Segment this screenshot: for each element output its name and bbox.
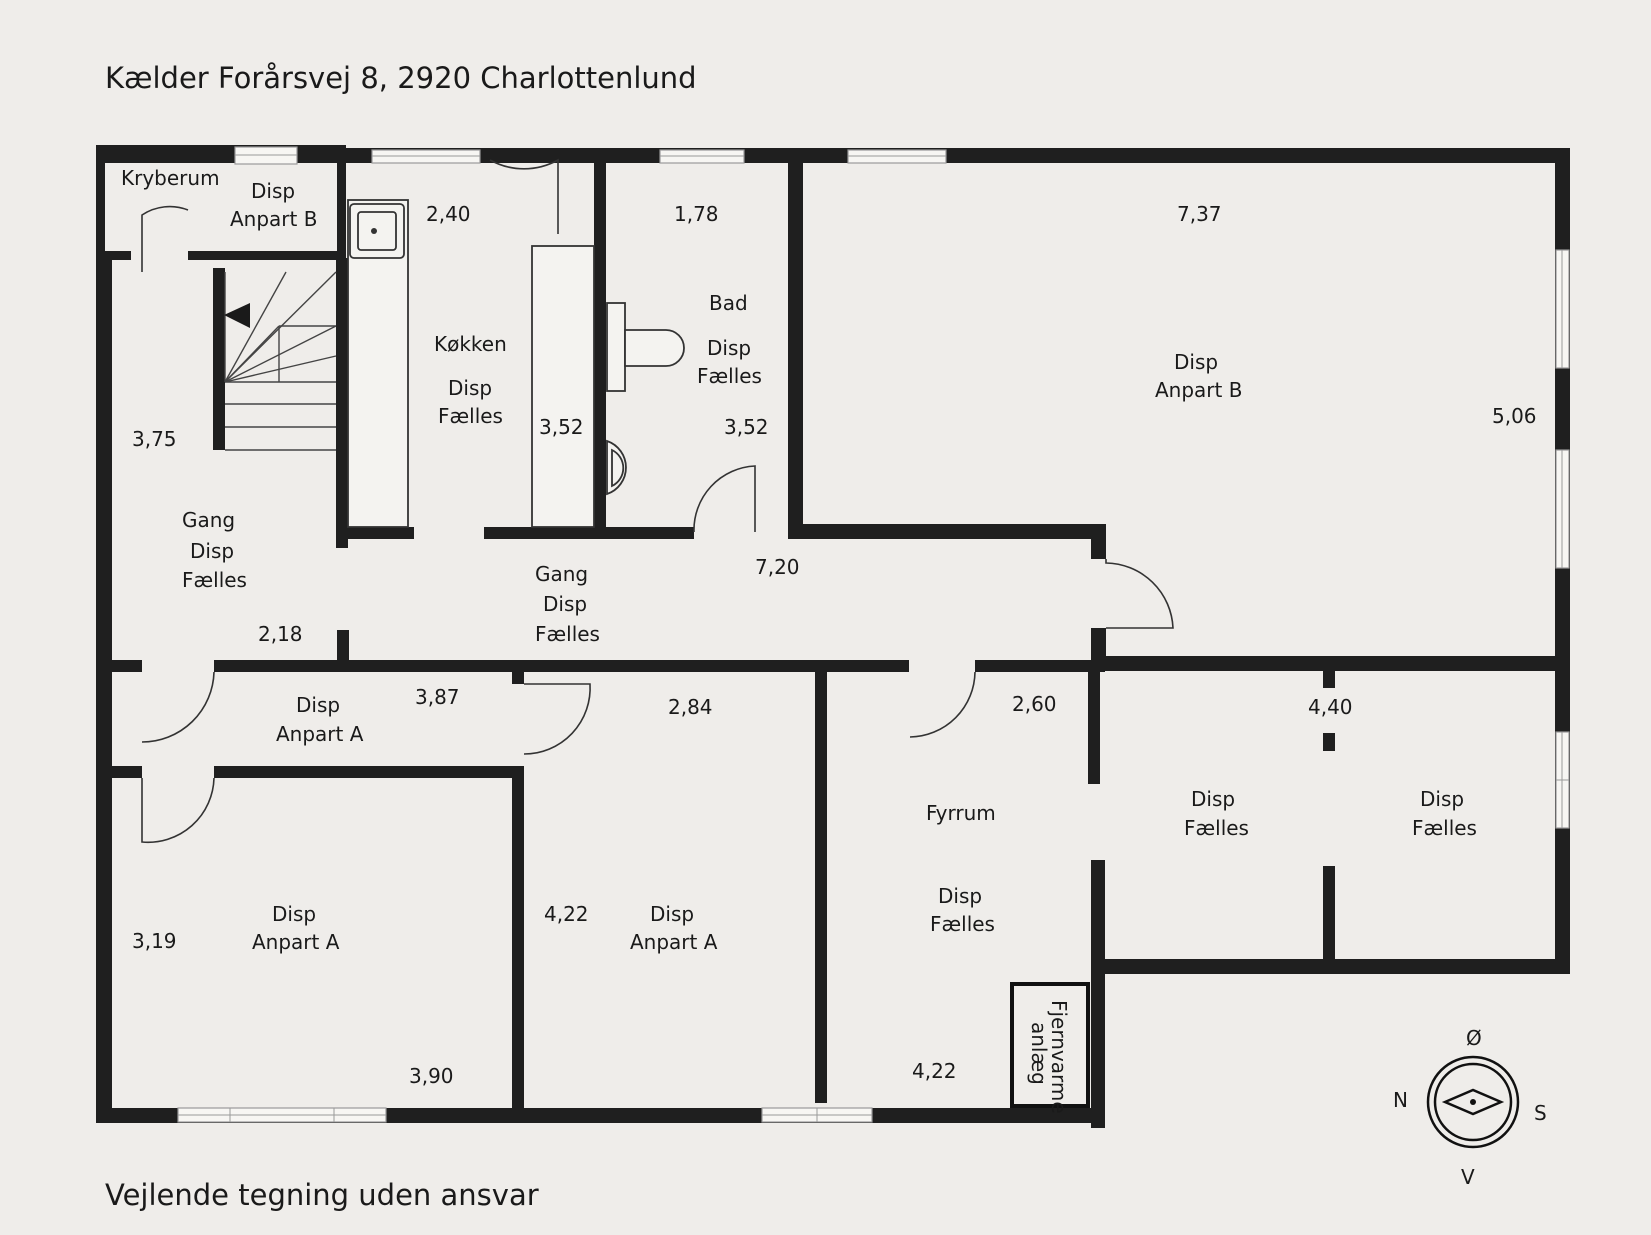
dimension-label: 4,22 [544, 902, 589, 926]
room-label: Disp [296, 693, 340, 717]
page-title: Kælder Forårsvej 8, 2920 Charlottenlund [105, 61, 697, 95]
room-label: Fælles [182, 568, 247, 592]
dimension-label: 2,18 [258, 622, 303, 646]
dimension-label: 7,20 [755, 555, 800, 579]
compass-bottom-label: V [1461, 1165, 1475, 1189]
room-label: Disp [251, 179, 295, 203]
room-label: Fælles [438, 404, 503, 428]
room-label: Gang [182, 508, 235, 532]
staircase [224, 271, 337, 451]
compass-right-label: S [1534, 1101, 1547, 1125]
room-label: Disp [543, 592, 587, 616]
walls [96, 145, 1570, 1128]
room-label: Anpart A [630, 930, 718, 954]
fjernvarme-label-1: Fjernvarme [1047, 1000, 1071, 1114]
compass: Ø N S V [1393, 1026, 1547, 1189]
dimension-label: 3,19 [132, 929, 177, 953]
fjernvarme-unit: Fjernvarme anlæg [1010, 982, 1090, 1114]
dimension-label: 3,52 [724, 415, 769, 439]
footer-note: Vejlende tegning uden ansvar [105, 1178, 539, 1212]
dimension-label: 2,60 [1012, 692, 1057, 716]
room-label: Gang [535, 562, 588, 586]
room-label: Disp [190, 539, 234, 563]
dimension-label: 4,22 [912, 1059, 957, 1083]
room-label: Disp [1174, 350, 1218, 374]
room-label: Køkken [434, 332, 507, 356]
kitchen-counter [347, 199, 409, 528]
room-label: Disp [938, 884, 982, 908]
dimension-label: 1,78 [674, 202, 719, 226]
room-label: Disp [707, 336, 751, 360]
room-label: Fælles [1184, 816, 1249, 840]
dimension-label: 3,90 [409, 1064, 454, 1088]
dimension-label: 4,40 [1308, 695, 1353, 719]
room-label: Anpart B [230, 207, 317, 231]
room-label: Disp [272, 902, 316, 926]
windows [177, 146, 1570, 1123]
dimension-labels: 2,40 1,78 7,37 3,52 3,52 3,75 5,06 7,20 … [132, 202, 1537, 1088]
room-label: Disp [1191, 787, 1235, 811]
room-label: Disp [650, 902, 694, 926]
dimension-label: 2,40 [426, 202, 471, 226]
dimension-label: 2,84 [668, 695, 713, 719]
room-label: Fælles [1412, 816, 1477, 840]
dimension-label: 3,52 [539, 415, 584, 439]
wardrobe [531, 245, 595, 528]
room-labels: Kryberum Disp Anpart B Køkken Disp Fælle… [121, 166, 1477, 954]
room-label: Fyrrum [926, 801, 996, 825]
dimension-label: 3,87 [415, 685, 460, 709]
room-label: Anpart B [1155, 378, 1242, 402]
bath-fixtures [606, 302, 685, 496]
fjernvarme-label-2: anlæg [1027, 1022, 1051, 1085]
room-label: Kryberum [121, 166, 220, 190]
room-label: Disp [1420, 787, 1464, 811]
compass-top-label: Ø [1466, 1026, 1482, 1050]
room-label: Fælles [535, 622, 600, 646]
dimension-label: 5,06 [1492, 404, 1537, 428]
room-label: Fælles [930, 912, 995, 936]
room-label: Disp [448, 376, 492, 400]
room-label: Fælles [697, 364, 762, 388]
dimension-label: 3,75 [132, 427, 177, 451]
dimension-label: 7,37 [1177, 202, 1222, 226]
room-label: Anpart A [276, 722, 364, 746]
room-label: Bad [709, 291, 748, 315]
doors [141, 158, 1174, 844]
room-label: Anpart A [252, 930, 340, 954]
compass-left-label: N [1393, 1088, 1408, 1112]
